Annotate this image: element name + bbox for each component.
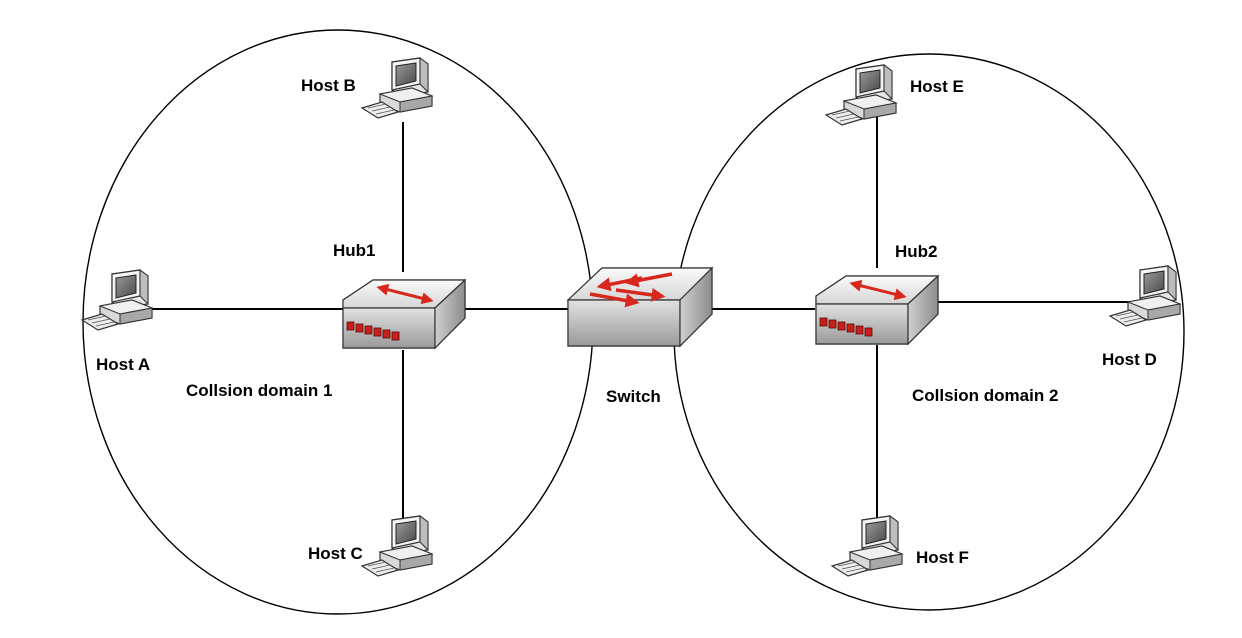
hub2-icon [816,276,938,344]
collision-domain-2-label: Collsion domain 2 [912,386,1059,405]
collision-domain-1-ring [82,29,594,615]
host-e-icon [825,64,897,126]
host-b-icon [361,57,433,119]
host-a-icon [81,269,153,331]
host-e-label: Host E [910,77,964,96]
host-a-label: Host A [96,355,151,374]
host-c-label: Host C [308,544,363,563]
host-c-icon [361,515,433,577]
host-d-label: Host D [1102,350,1157,369]
hub2-label: Hub2 [895,242,938,261]
host-d-icon [1109,265,1181,327]
switch-icon [568,268,712,346]
host-f-label: Host F [916,548,969,567]
hub1-icon [343,280,465,348]
host-f-icon [831,515,903,577]
collision-domain-1-label: Collsion domain 1 [186,381,333,400]
switch-label: Switch [606,387,661,406]
collision-domain-2-ring [673,53,1185,611]
hub1-label: Hub1 [333,241,376,260]
host-b-label: Host B [301,76,356,95]
